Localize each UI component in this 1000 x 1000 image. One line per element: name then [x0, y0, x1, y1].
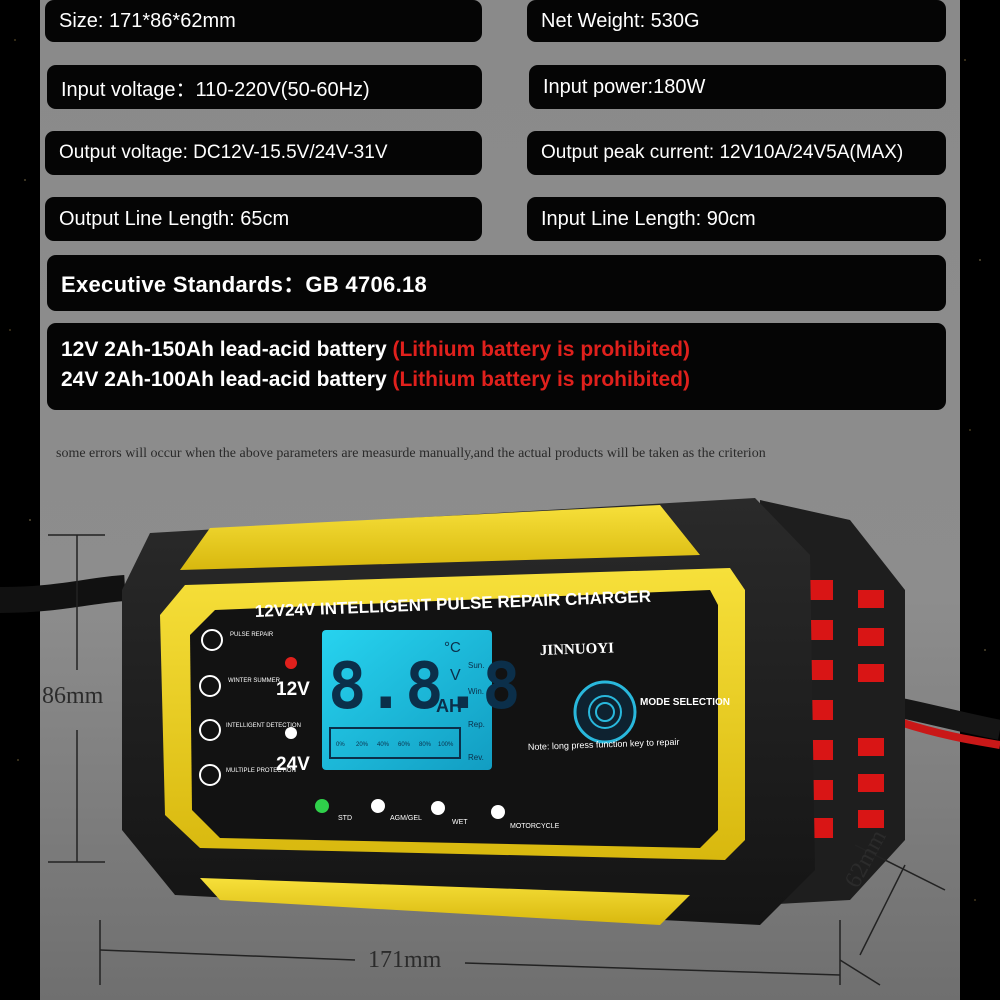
battery-line-12v: 12V 2Ah-150Ah lead-acid battery (Lithium… [61, 338, 690, 361]
spec-input-line-length: Input Line Length: 90cm [527, 197, 946, 241]
spec-executive-standards: Executive Standards：GB 4706.18 [47, 255, 946, 311]
spec-output-line-length: Output Line Length: 65cm [45, 197, 482, 241]
lithium-warning: (Lithium battery is prohibited) [392, 368, 690, 391]
spec-net-weight: Net Weight: 530G [527, 0, 946, 42]
spec-output-voltage: Output voltage: DC12V-15.5V/24V-31V [45, 131, 482, 175]
dimension-length: 171mm [368, 947, 442, 973]
battery-compatibility: 12V 2Ah-150Ah lead-acid battery (Lithium… [47, 323, 946, 410]
dimension-height: 86mm [42, 683, 104, 709]
spec-size: Size: 171*86*62mm [45, 0, 482, 42]
battery-line-24v: 24V 2Ah-100Ah lead-acid battery (Lithium… [61, 368, 690, 391]
lithium-warning: (Lithium battery is prohibited) [392, 338, 690, 361]
spec-input-voltage: Input voltage：110-220V(50-60Hz) [47, 65, 482, 109]
spec-input-power: Input power:180W [529, 65, 946, 109]
measurement-note: some errors will occur when the above pa… [56, 446, 766, 461]
spec-output-peak-current: Output peak current: 12V10A/24V5A(MAX) [527, 131, 946, 175]
